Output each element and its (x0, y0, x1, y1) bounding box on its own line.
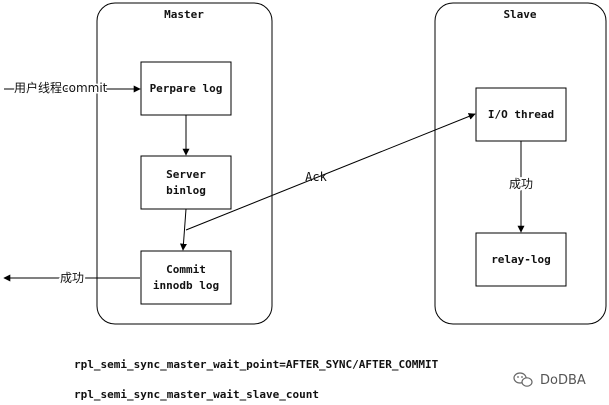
user-commit-label: 用户线程commit (14, 80, 108, 95)
server-to-commit-arrow (179, 208, 187, 251)
prepare-log-label: Perpare log (150, 82, 223, 95)
slave-success-label: 成功 (509, 177, 533, 191)
wechat-icon (513, 372, 533, 387)
server-binlog-label-line1: Server (166, 168, 206, 181)
ack-arrow (185, 113, 476, 231)
master-title: Master (164, 8, 204, 21)
commit-innodb-node: Commit innodb log (140, 250, 232, 305)
relay-log-label: relay-log (491, 253, 551, 266)
return-success-label: 成功 (60, 271, 84, 285)
ack-label: Ack (305, 170, 327, 184)
io-thread-node: I/O thread (475, 87, 567, 142)
footnote-wait-point: rpl_semi_sync_master_wait_point=AFTER_SY… (74, 358, 439, 371)
footnote-wait-slave-count: rpl_semi_sync_master_wait_slave_count (74, 388, 319, 401)
watermark: DoDBA (513, 372, 586, 388)
server-binlog-node: Server binlog (140, 155, 232, 210)
commit-innodb-label-line1: Commit (166, 263, 206, 276)
slave-title: Slave (503, 8, 536, 21)
io-thread-label: I/O thread (488, 108, 554, 121)
relay-log-node: relay-log (475, 232, 567, 287)
watermark-text: DoDBA (540, 373, 586, 388)
server-binlog-label-line2: binlog (166, 184, 206, 197)
commit-innodb-label-line2: innodb log (153, 279, 219, 292)
prepare-log-node: Perpare log (140, 61, 232, 116)
